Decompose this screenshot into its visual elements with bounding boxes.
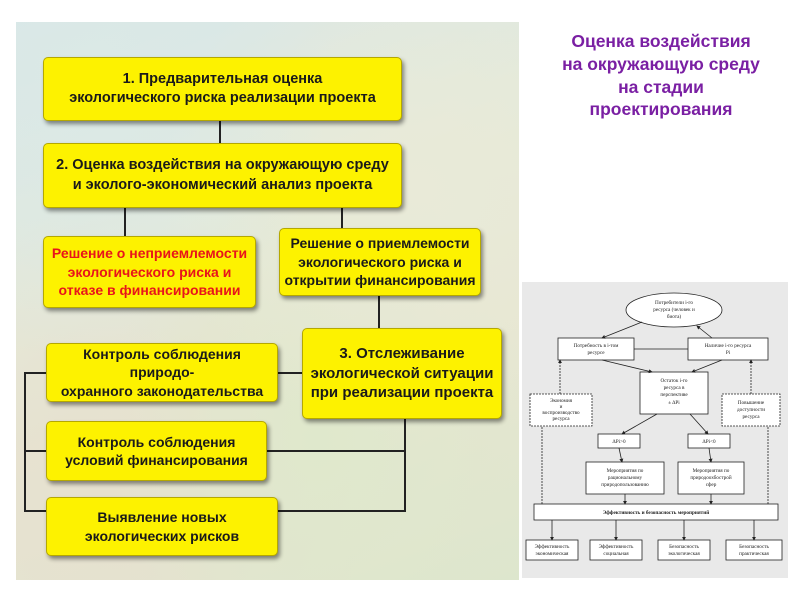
lt0-text: ΔPi<0 — [702, 439, 716, 445]
measures-protect-text-1: Мероприятия по — [693, 468, 730, 474]
control-env-line1: Контроль соблюдения природо- — [83, 345, 241, 381]
economy-box — [529, 393, 593, 427]
economy-text-1: Экономия — [550, 398, 573, 404]
step2-box: 2. Оценка воздействия на окружающую сред… — [43, 143, 402, 208]
connector-accept-3 — [378, 296, 380, 328]
new-risks-line2: экологических рисков — [84, 527, 240, 544]
measures-rational-text-1: Мероприятия по — [607, 468, 644, 474]
step3-line2: экологической ситуации — [310, 364, 494, 382]
result-1-text-2: экономическая — [536, 551, 569, 557]
connector-1-2 — [219, 121, 221, 143]
economy-text-3: воспроизводство — [542, 410, 580, 416]
efficiency-text: Эффективность и безопасность мероприятий — [603, 509, 709, 516]
increase-text-3: ресурса — [742, 414, 760, 420]
consumers-text-1: Потребители i-го — [655, 299, 693, 306]
connector-3-fin — [267, 450, 405, 452]
remain-box — [639, 371, 709, 415]
title-line1: Оценка воздействия — [571, 31, 751, 51]
control-fin-line1: Контроль соблюдения — [77, 433, 236, 450]
consumers-ellipse — [625, 292, 723, 328]
remain-text-3: перспективе — [660, 392, 688, 398]
title-line3: на стадии — [618, 76, 704, 97]
consumers-text-3: биота) — [667, 313, 682, 320]
avail-text-2: Pi — [726, 350, 731, 356]
connector-trunk-left — [24, 372, 26, 510]
result-4-text-1: Безопасность — [739, 544, 769, 550]
measures-protect-text-3: сфер — [706, 481, 717, 488]
title-line2: на окружающую среду — [562, 53, 760, 74]
avail-box — [687, 337, 769, 361]
accept-line1: Решение о приемлемости — [290, 235, 470, 252]
measures-rational-text-3: природопользованию — [601, 482, 649, 488]
step3-line3: при реализации проекта — [310, 384, 494, 402]
connector-3-env — [278, 372, 302, 374]
control-env-box: Контроль соблюдения природо-охранного за… — [46, 343, 278, 402]
result-2-text-2: социальная — [603, 551, 629, 557]
result-3-text-2: экологическая — [668, 551, 700, 557]
connector-control-fin — [24, 450, 46, 452]
result-box-1 — [525, 539, 579, 561]
result-3-text-1: Безопасность — [669, 544, 699, 550]
step2-line1: 2. Оценка воздействия на окружающую сред… — [56, 157, 389, 174]
remain-text-1: Остаток i-го — [661, 378, 688, 384]
efficiency-box — [533, 503, 779, 521]
remain-text-4: ± ΔPi — [668, 400, 680, 406]
result-box-3 — [657, 539, 711, 561]
reject-line3: отказе в финансировании — [58, 282, 241, 299]
accept-line3: открытии финансирования — [284, 272, 476, 289]
increase-text-2: доступности — [737, 407, 765, 413]
control-fin-line2: условий финансирования — [65, 452, 248, 468]
connector-new-risks — [24, 510, 46, 512]
economy-text-2: и — [560, 404, 563, 410]
gt0-text: ΔPi>0 — [612, 439, 626, 445]
result-box-2 — [589, 539, 643, 561]
control-fin-box: Контроль соблюдения условий финансировани… — [46, 421, 267, 481]
connector-2-accept — [341, 208, 343, 228]
connector-control-env — [24, 372, 46, 374]
title-line4: проектирования — [589, 99, 733, 120]
consumers-text-2: ресурса (человек и — [653, 306, 695, 313]
step1-line2: экологического риска реализации проекта — [69, 90, 376, 106]
connector-2-reject — [124, 208, 126, 236]
step1-line1: 1. Предварительная оценка — [122, 70, 323, 87]
connector-3-down — [404, 419, 406, 511]
step2-line2: и эколого-экономический анализ проекта — [72, 176, 373, 193]
slide-title: Оценка воздействия на окружающую среду н… — [540, 30, 782, 121]
need-text-2: ресурсе — [587, 350, 605, 356]
measures-protect-text-2: природоохбострой — [690, 474, 731, 481]
resource-scheme: Потребители i-го ресурса (человек и биот… — [522, 282, 788, 578]
result-1-text-1: Эффективность — [535, 543, 570, 550]
accept-line2: экологического риска и — [298, 253, 462, 270]
need-text-1: Потребность в i-том — [574, 342, 619, 349]
economy-text-4: ресурса — [552, 416, 570, 422]
remain-text-2: ресурса в — [664, 385, 685, 391]
reject-line1: Решение о неприемлемости — [51, 245, 248, 262]
need-box — [557, 337, 635, 361]
avail-text-1: Наличие i-го ресурса — [705, 343, 752, 349]
step1-box: 1. Предварительная оценка экологического … — [43, 57, 402, 121]
control-env-line2: охранного законодательства — [60, 382, 264, 399]
increase-text-1: Повышение — [738, 400, 765, 406]
connector-3-risks — [278, 510, 406, 512]
result-2-text-1: Эффективность — [599, 543, 634, 550]
resource-scheme-svg: Потребители i-го ресурса (человек и биот… — [525, 292, 783, 561]
measures-rational-box — [585, 461, 665, 495]
measures-rational-text-2: рациональному — [608, 475, 643, 481]
reject-line2: экологического риска и — [67, 263, 232, 280]
step3-line1: 3. Отслеживание — [339, 344, 465, 362]
step3-box: 3. Отслеживание экологической ситуации при… — [302, 328, 502, 419]
result-4-text-2: практическая — [739, 551, 769, 557]
increase-box — [721, 393, 781, 427]
result-box-4 — [725, 539, 783, 561]
new-risks-line1: Выявление новых — [97, 509, 227, 526]
